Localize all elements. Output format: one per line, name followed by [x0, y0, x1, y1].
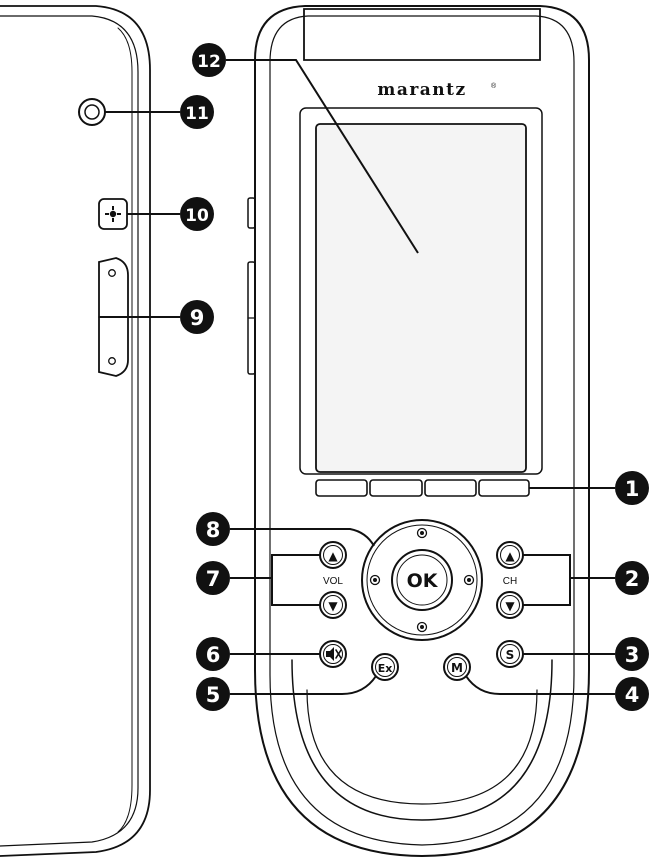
leader-4: [465, 675, 615, 695]
vol-down-arrow-icon: ▼: [328, 599, 338, 613]
soft-button-2[interactable]: [369, 479, 423, 497]
backlight-icon: [105, 206, 121, 222]
front-view: marantz ® OK: [247, 5, 590, 858]
vol-down-button[interactable]: ▼: [319, 591, 347, 619]
svg-text:3: 3: [625, 643, 640, 667]
front-body-outer: [254, 5, 590, 858]
lower-arc-inner: [306, 689, 538, 805]
ch-up-button[interactable]: ▲: [496, 541, 524, 569]
svg-text:7: 7: [206, 567, 221, 591]
nav-left-dot[interactable]: [369, 574, 381, 586]
vol-up-arrow-icon: ▲: [328, 549, 338, 563]
front-edge-button-1: [247, 197, 256, 229]
ex-button[interactable]: Ex: [371, 653, 399, 681]
nav-up-dot[interactable]: [416, 527, 428, 539]
svg-text:12: 12: [197, 52, 221, 72]
callout-badges: 1 2 3 4 5 6 7 8 9 10 11 12: [180, 43, 649, 711]
ex-label: Ex: [378, 662, 393, 675]
callout-12: 12: [192, 43, 226, 77]
ok-button-inner: [396, 554, 448, 606]
leader-7: [230, 554, 320, 606]
soft-button-3[interactable]: [424, 479, 477, 497]
ch-label: CH: [503, 576, 517, 587]
ch-up-arrow-icon: ▲: [505, 549, 515, 563]
side-rocker-dot-bottom: [108, 357, 116, 365]
brand-registered: ®: [491, 82, 497, 90]
ok-label: OK: [407, 570, 439, 592]
ch-down-button[interactable]: ▼: [496, 591, 524, 619]
ok-button[interactable]: [391, 549, 453, 611]
side-view-rim: [117, 27, 133, 833]
front-body-inner: [269, 15, 575, 846]
side-view: [0, 5, 151, 857]
callout-6: 6: [196, 637, 230, 671]
display-frame: [299, 107, 543, 475]
soft-button-4[interactable]: [478, 479, 530, 497]
brand-logo: marantz: [377, 80, 466, 100]
leader-lines: [99, 59, 615, 695]
callout-8: 8: [196, 512, 230, 546]
leader-5: [230, 675, 377, 695]
callout-2: 2: [615, 561, 649, 595]
nav-pad-ring-inner: [366, 524, 478, 636]
nav-down-dot[interactable]: [416, 621, 428, 633]
leader-12: [226, 59, 419, 254]
display-screen: [315, 123, 527, 473]
side-rocker-dot-top: [108, 269, 116, 277]
callout-4: 4: [615, 677, 649, 711]
ch-down-arrow-icon: ▼: [505, 599, 515, 613]
soft-button-row: [315, 479, 530, 497]
leader-2: [523, 554, 615, 606]
soft-button-1[interactable]: [315, 479, 368, 497]
lower-arc-outer: [291, 659, 553, 821]
nav-direction-dots: [369, 527, 475, 633]
svg-text:8: 8: [206, 518, 221, 542]
s-button[interactable]: S: [496, 640, 524, 668]
vol-label: VOL: [323, 576, 343, 587]
side-view-body-outer: [0, 5, 151, 857]
jack-icon: [78, 98, 106, 126]
side-rocker-switch[interactable]: [98, 257, 129, 377]
svg-text:9: 9: [190, 306, 205, 330]
svg-text:4: 4: [625, 683, 640, 707]
callout-1: 1: [615, 471, 649, 505]
nav-right-dot[interactable]: [463, 574, 475, 586]
m-button[interactable]: M: [443, 653, 471, 681]
svg-text:6: 6: [206, 643, 221, 667]
callout-5: 5: [196, 677, 230, 711]
callout-9: 9: [180, 300, 214, 334]
ir-window: [303, 8, 541, 61]
mute-button[interactable]: [319, 640, 347, 668]
callout-3: 3: [615, 637, 649, 671]
svg-text:5: 5: [206, 683, 221, 707]
nav-pad-ring[interactable]: [361, 519, 483, 641]
svg-text:11: 11: [185, 104, 209, 124]
side-view-body-inner: [0, 15, 139, 847]
mute-icon: [326, 647, 342, 661]
leader-8: [230, 528, 375, 547]
callout-10: 10: [180, 197, 214, 231]
callout-11: 11: [180, 95, 214, 129]
vol-up-button[interactable]: ▲: [319, 541, 347, 569]
svg-text:2: 2: [625, 567, 640, 591]
jack-inner: [84, 104, 100, 120]
callout-7: 7: [196, 561, 230, 595]
svg-text:10: 10: [185, 206, 209, 226]
m-label: M: [451, 661, 463, 675]
svg-text:1: 1: [625, 477, 640, 501]
s-label: S: [506, 648, 515, 662]
